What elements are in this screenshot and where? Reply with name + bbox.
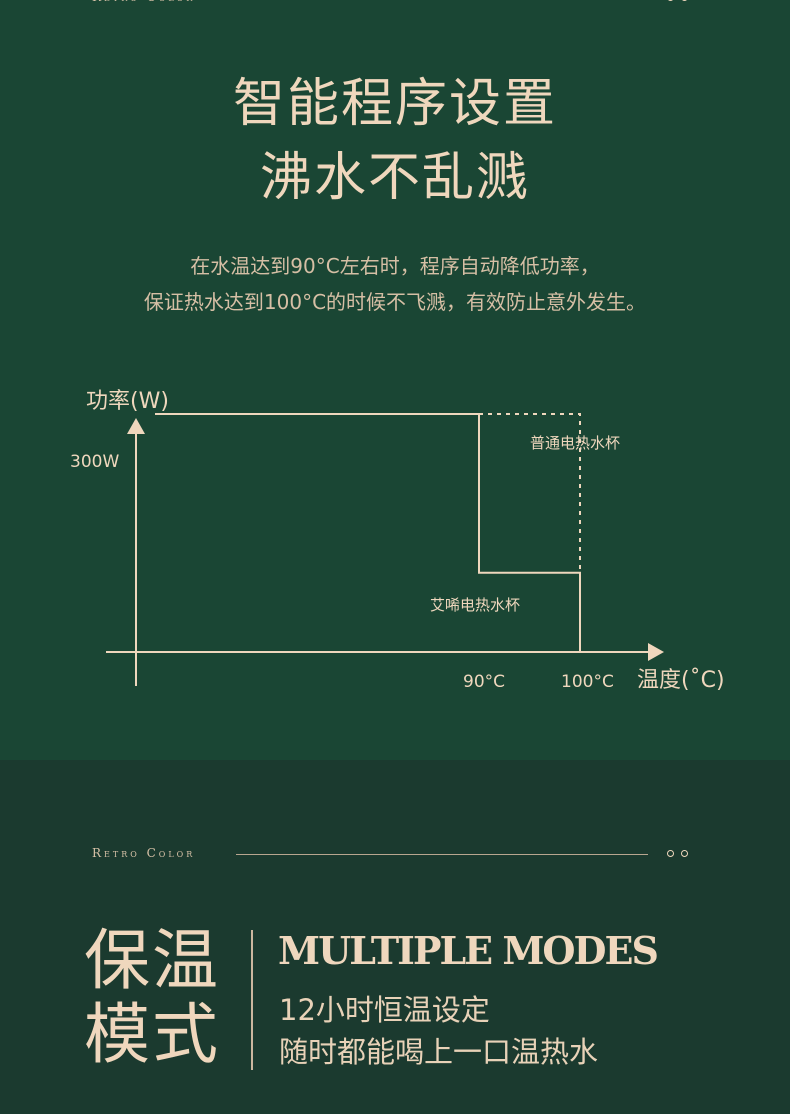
- description-line-2: 保证热水达到100°C的时候不飞溅，有效防止意外发生。: [143, 290, 647, 314]
- headline-line-1: 智能程序设置: [232, 74, 557, 134]
- brand-divider-middle: Retro Color: [0, 846, 790, 866]
- mode-title-line-1: 保温: [84, 922, 220, 999]
- brand-divider-top: Retro Color: [0, 0, 790, 10]
- circle-icon: [667, 0, 674, 1]
- y-tick-label: 300W: [70, 452, 119, 472]
- circle-icon: [681, 0, 688, 1]
- y-axis-label: 功率(W): [86, 389, 169, 414]
- x-tick-label: 100°C: [561, 672, 614, 692]
- description-line-1: 在水温达到90°C左右时，程序自动降低功率，: [190, 254, 600, 278]
- mode-description-line-2: 随时都能喝上一口温热水: [279, 1035, 599, 1069]
- x-axis-arrow-icon: [648, 643, 664, 661]
- mode-english-title: MULTIPLE MODES: [278, 928, 659, 973]
- x-tick-label: 90°C: [463, 672, 505, 692]
- x-axis-label: 温度(˚C): [637, 668, 725, 693]
- headline-line-2: 沸水不乱溅: [259, 148, 530, 208]
- circle-icon: [681, 850, 688, 857]
- series-label-aixi-cup: 艾唏电热水杯: [430, 596, 520, 614]
- series-line-aixi-cup: [155, 413, 581, 652]
- y-axis-arrow-icon: [127, 418, 145, 434]
- divider-line: [236, 854, 648, 855]
- circle-icon: [667, 850, 674, 857]
- brand-text: Retro Color: [92, 0, 195, 4]
- brand-text: Retro Color: [92, 846, 196, 860]
- mode-title-line-2: 模式: [84, 996, 220, 1073]
- bottom-section-background: [0, 760, 790, 1114]
- mode-description-line-1: 12小时恒温设定: [279, 993, 490, 1027]
- top-section-background: [0, 0, 790, 760]
- power-temperature-chart: 功率(W) 温度(˚C) 300W 90°C 100°C 普通电热水杯 艾唏电热…: [70, 389, 725, 693]
- series-line-normal-cup: [155, 413, 581, 652]
- series-label-normal-cup: 普通电热水杯: [530, 434, 620, 452]
- vertical-divider: [251, 930, 253, 1070]
